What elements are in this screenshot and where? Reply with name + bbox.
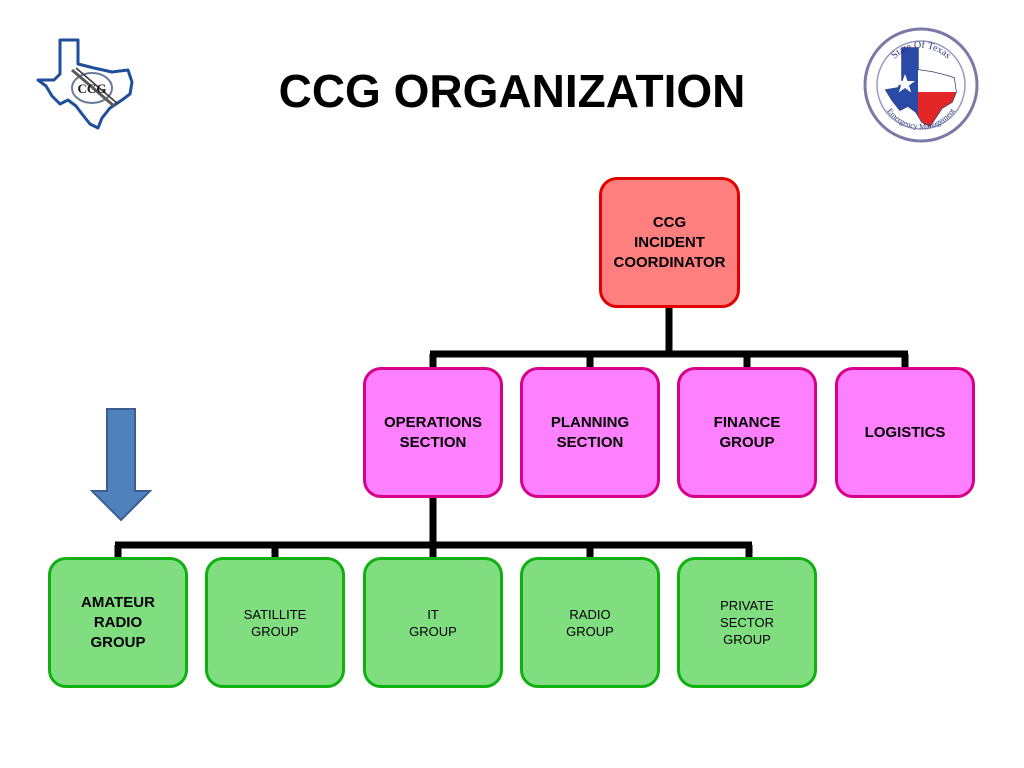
texas-map-ccg-logo: CCG [36, 38, 134, 130]
operations-section-box: OPERATIONS SECTION [363, 367, 503, 498]
private-sector-group-box: PRIVATE SECTOR GROUP [677, 557, 817, 688]
amateur-radio-group-box: AMATEUR RADIO GROUP [48, 557, 188, 688]
down-arrow-icon [90, 408, 152, 522]
logistics-box: LOGISTICS [835, 367, 975, 498]
radio-group-box: RADIO GROUP [520, 557, 660, 688]
it-group-box: IT GROUP [363, 557, 503, 688]
incident-coordinator-box: CCG INCIDENT COORDINATOR [599, 177, 740, 308]
texas-emergency-management-seal: State Of Texas Emergency Management [863, 27, 979, 143]
planning-section-box: PLANNING SECTION [520, 367, 660, 498]
page-title: CCG ORGANIZATION [278, 65, 746, 117]
ccg-logo-text: CCG [78, 81, 107, 96]
finance-group-box: FINANCE GROUP [677, 367, 817, 498]
satillite-group-box: SATILLITE GROUP [205, 557, 345, 688]
